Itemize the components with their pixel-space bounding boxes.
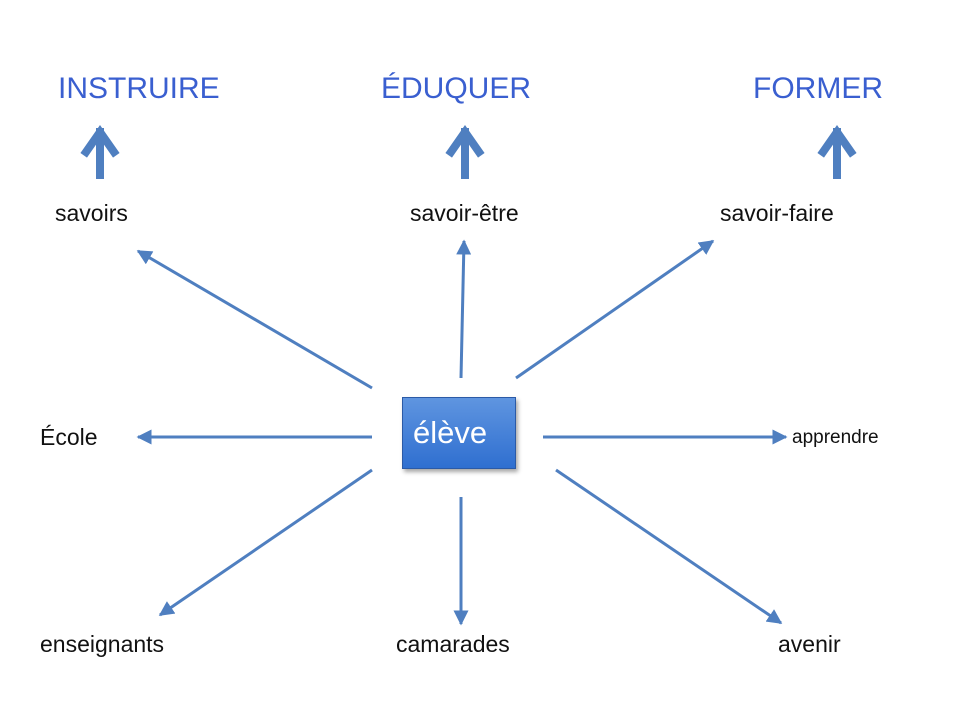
node-apprendre: apprendre <box>792 427 879 448</box>
arrow-to-savoir-etre <box>456 239 472 379</box>
up-arrow-former <box>817 125 857 179</box>
center-node-label: élève <box>413 415 488 450</box>
up-arrow-instruire <box>80 125 120 179</box>
arrow-to-avenir <box>555 468 783 625</box>
up-arrow-eduquer <box>445 125 485 179</box>
node-savoirs: savoirs <box>55 200 128 226</box>
arrow-to-savoirs <box>136 249 373 390</box>
goal-eduquer: ÉDUQUER <box>381 72 532 105</box>
arrow-to-savoir-faire <box>515 239 715 380</box>
goal-former: FORMER <box>753 72 883 105</box>
node-savoir-etre: savoir-être <box>410 200 519 226</box>
node-savoir-faire: savoir-faire <box>720 200 834 226</box>
goal-instruire: INSTRUIRE <box>58 72 220 105</box>
node-ecole: École <box>40 424 98 450</box>
node-camarades: camarades <box>396 631 510 657</box>
node-enseignants: enseignants <box>40 631 165 657</box>
center-node-eleve: élève <box>402 397 516 469</box>
arrow-to-enseignants <box>158 468 373 617</box>
node-avenir: avenir <box>778 631 841 657</box>
